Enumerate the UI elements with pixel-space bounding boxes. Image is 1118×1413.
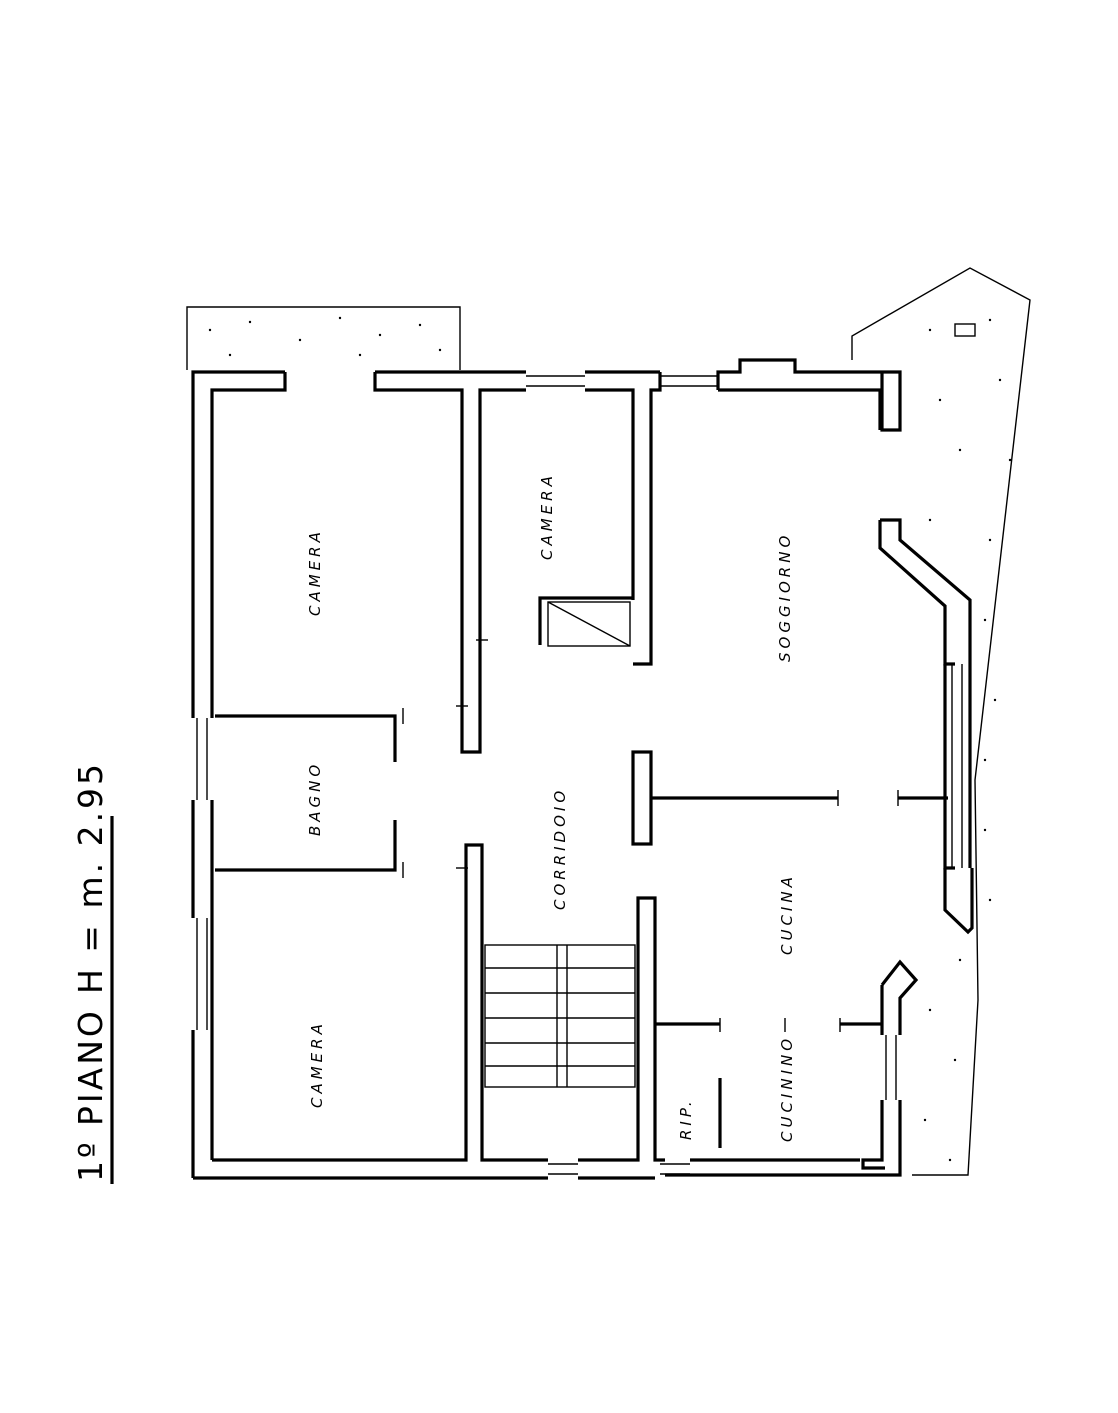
top-terrace	[186, 306, 461, 370]
room-label-soggiorno: SOGGIORNO	[776, 532, 794, 662]
room-label-corridoio: CORRIDOIO	[551, 787, 569, 910]
room-labels: CAMERA CAMERA SOGGIORNO BAGNO CORRIDOIO …	[306, 472, 796, 1142]
room-label-camera-top-left: CAMERA	[306, 528, 324, 616]
plan-title: 1º PIANO H = m. 2.95	[71, 761, 114, 1184]
interior-walls	[215, 596, 948, 1148]
terrace-dots	[208, 316, 442, 357]
exterior-walls	[191, 358, 974, 1180]
right-terrace-dots	[923, 318, 1012, 1162]
staircase	[484, 944, 636, 1088]
room-label-camera-bottom: CAMERA	[308, 1020, 326, 1108]
floor-title: 1º PIANO	[71, 1008, 110, 1182]
room-label-bagno: BAGNO	[306, 761, 324, 836]
room-label-ripostiglio: RIP.	[677, 1097, 695, 1140]
right-terrace	[851, 267, 1031, 1176]
room-label-cucinino: CUCININO	[778, 1035, 796, 1142]
room-label-cucina: CUCINA	[778, 873, 796, 955]
room-label-camera-top-center: CAMERA	[538, 472, 556, 560]
height-title: H = m. 2.95	[71, 761, 110, 994]
